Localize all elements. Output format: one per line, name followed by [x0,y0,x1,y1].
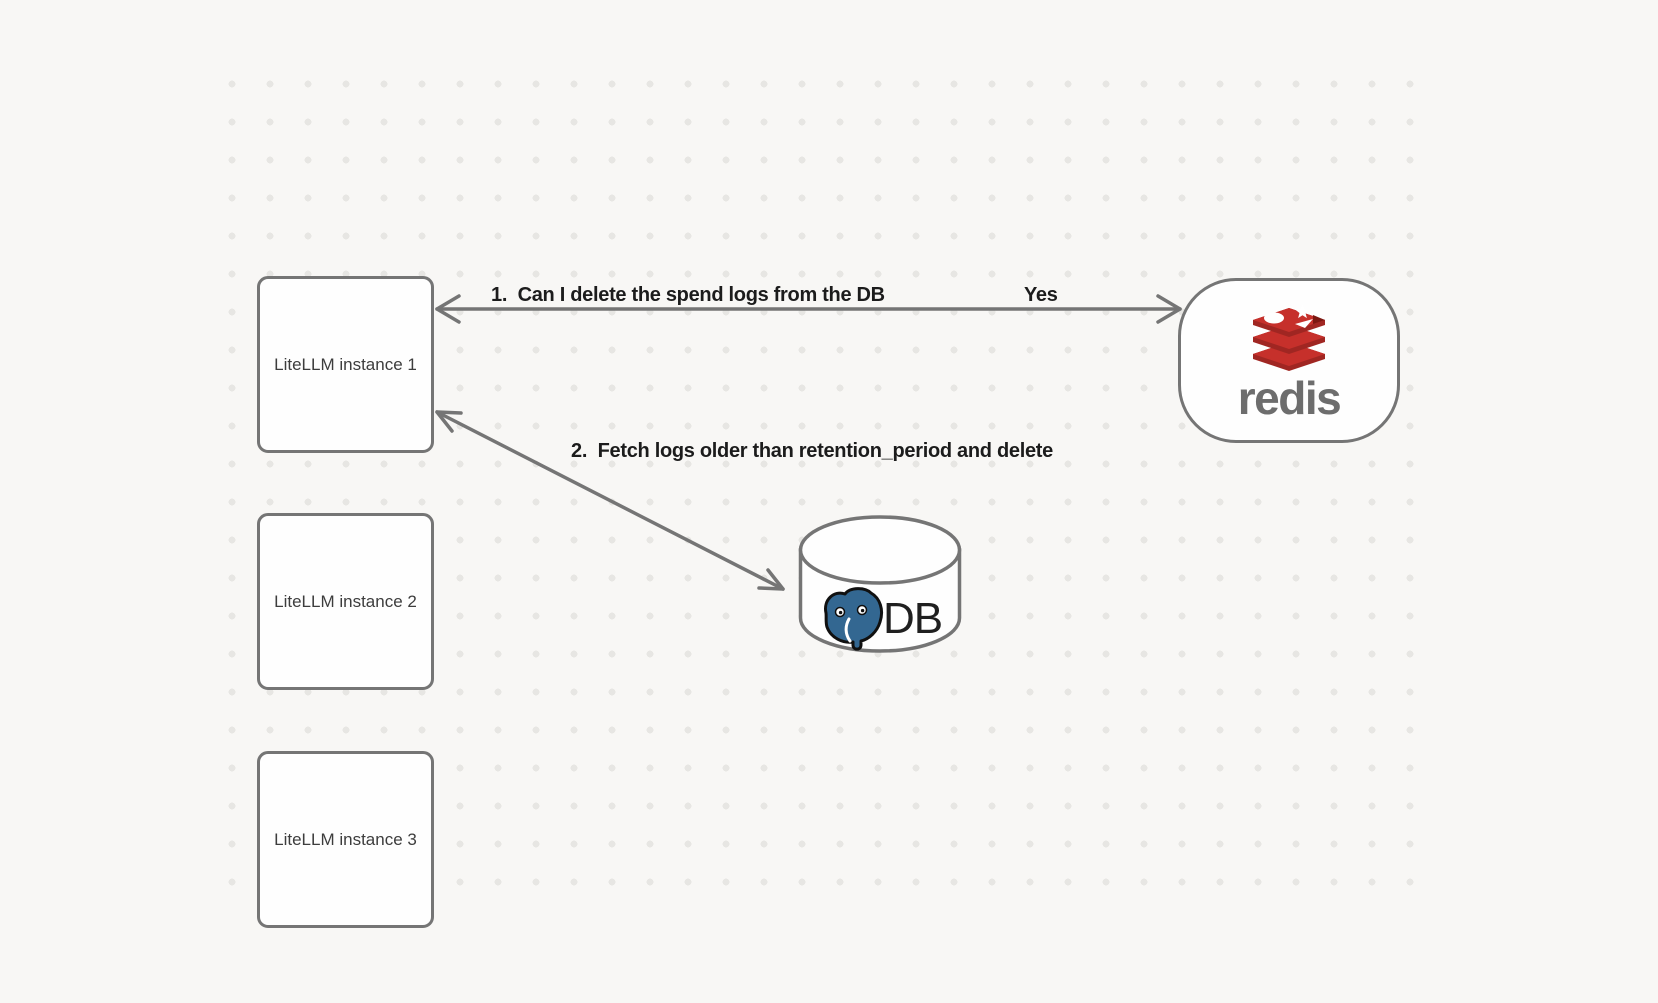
node-label: LiteLLM instance 3 [274,829,417,849]
node-redis[interactable]: redis [1178,278,1400,443]
node-litellm-instance-2[interactable]: LiteLLM instance 2 [257,513,434,690]
redis-logo-icon [1253,304,1325,371]
arrow-redis-litellm1[interactable] [435,294,1182,324]
arrow-litellm1-db[interactable] [435,410,785,591]
redis-wordmark: redis [1237,372,1342,424]
edge1-response-label[interactable]: Yes [1024,284,1058,306]
postgresql-elephant-icon [824,587,884,651]
node-label: LiteLLM instance 2 [274,591,417,611]
node-litellm-instance-3[interactable]: LiteLLM instance 3 [257,751,434,928]
db-label: DB [883,594,943,643]
node-label: LiteLLM instance 1 [274,354,417,374]
node-litellm-instance-1[interactable]: LiteLLM instance 1 [257,276,434,453]
edge1-label[interactable]: 1. Can I delete the spend logs from the … [491,284,885,306]
edge2-label[interactable]: 2. Fetch logs older than retention_perio… [571,440,1053,462]
